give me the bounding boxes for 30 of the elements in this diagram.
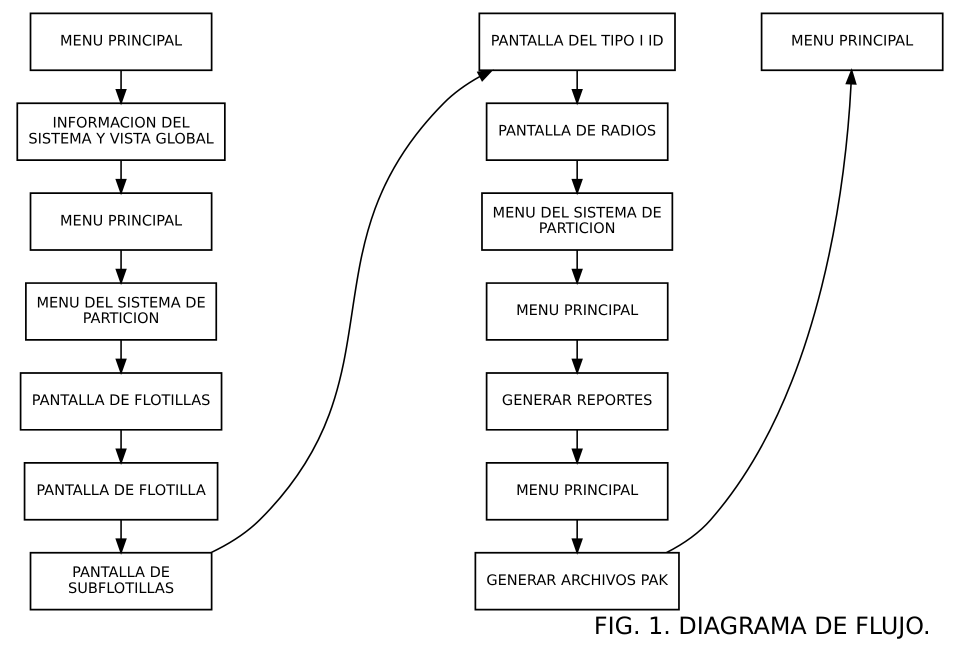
node-box: PANTALLA DE RADIOS — [486, 102, 669, 161]
node-box: PANTALLA DE FLOTILLAS — [20, 372, 222, 431]
arrow — [571, 160, 583, 196]
arrow — [571, 70, 583, 106]
arrow — [571, 250, 583, 286]
node-box: PANTALLA DE FLOTILLA — [24, 462, 218, 521]
node-box: MENU PRINCIPAL — [486, 462, 669, 521]
arrow — [115, 430, 127, 465]
node-box: MENU PRINCIPAL — [486, 282, 669, 341]
arrow — [115, 160, 127, 196]
node-box: GENERAR ARCHIVOS PAK — [474, 552, 680, 610]
arrow — [571, 430, 583, 465]
node-box: MENU DEL SISTEMA DE PARTICION — [481, 192, 674, 251]
arrow — [571, 340, 583, 376]
node-box: PANTALLA DE SUBFLOTILLAS — [30, 552, 212, 610]
arrow — [115, 70, 127, 106]
node-box: INFORMACION DEL SISTEMA Y VISTA GLOBAL — [16, 102, 226, 161]
node-box: PANTALLA DEL TIPO I ID — [478, 12, 676, 72]
node-box: MENU PRINCIPAL — [760, 12, 944, 72]
node-box: GENERAR REPORTES — [486, 372, 669, 431]
arrow — [115, 340, 127, 376]
arrow — [571, 520, 583, 555]
node-box: MENU DEL SISTEMA DE PARTICION — [25, 282, 218, 341]
arrow — [115, 250, 127, 286]
caption: FIG. 1. DIAGRAMA DE FLUJO. — [594, 612, 931, 640]
arrow — [666, 68, 857, 554]
arrow — [210, 69, 494, 554]
node-box: MENU PRINCIPAL — [30, 12, 212, 72]
arrow — [115, 520, 127, 555]
node-box: MENU PRINCIPAL — [30, 192, 212, 251]
